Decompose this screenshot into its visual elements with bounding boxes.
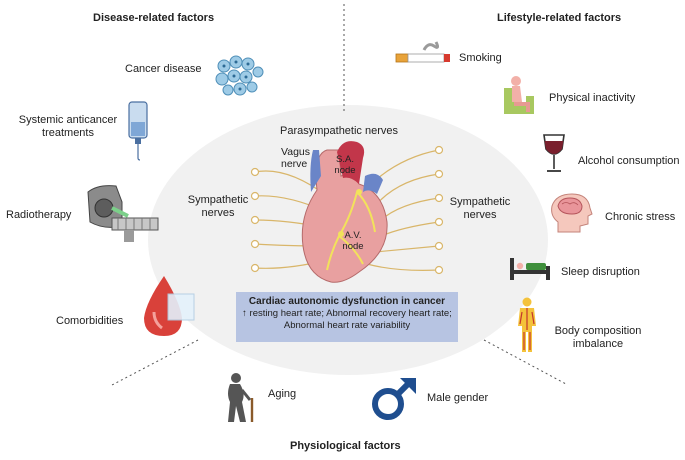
av-node-line1: A.V. [344,230,362,241]
body-composition-icon [518,297,536,352]
disease-section-title: Disease-related factors [93,12,215,24]
radiotherapy-machine-icon [87,185,159,242]
av-node-label: A.V. node [338,230,368,252]
body-composition-line1: Body composition [554,325,642,337]
heart-nerves-diagram [250,141,444,283]
wine-glass-icon [543,134,565,172]
systemic-anticancer-line1: Systemic anticancer [18,114,118,126]
vagus-line2: nerve [281,158,308,170]
physiological-section-title: Physiological factors [290,440,401,452]
divider-bottom-left [111,339,199,386]
vagus-line1: Vagus [281,146,310,158]
systemic-anticancer-line2: treatments [42,127,94,139]
sympathetic-right-line1: Sympathetic [449,196,511,208]
elderly-person-icon [228,373,254,422]
divider-bottom-right [483,339,567,385]
sympathetic-left-line1: Sympathetic [187,194,249,206]
cardiac-dysfunction-box: Cardiac autonomic dysfunction in cancer … [236,292,458,342]
sympathetic-left-label: Sympathetic nerves [180,194,256,220]
sleep-disruption-label: Sleep disruption [561,266,640,278]
body-composition-line2: imbalance [572,338,624,350]
radiotherapy-label: Radiotherapy [6,209,72,221]
body-composition-label: Body composition imbalance [548,325,648,351]
comorbidities-label: Comorbidities [56,315,124,327]
alcohol-consumption-label: Alcohol consumption [578,155,680,167]
lifestyle-section-title: Lifestyle-related factors [497,12,622,24]
male-symbol-icon [372,377,416,420]
sa-node-line2: node [334,165,356,176]
physical-inactivity-label: Physical inactivity [549,92,636,104]
aging-label: Aging [268,388,297,400]
iv-bag-icon [128,101,148,161]
cancer-disease-label: Cancer disease [125,63,202,75]
parasympathetic-label: Parasympathetic nerves [280,125,398,137]
systemic-anticancer-label: Systemic anticancer treatments [8,114,128,140]
person-sitting-icon [504,76,534,114]
sympathetic-right-label: Sympathetic nerves [442,196,518,222]
sa-node-label: S.A. node [330,154,360,176]
dysfunction-line1: ↑ resting heart rate; Abnormal recovery … [242,308,452,319]
male-gender-label: Male gender [427,392,489,404]
cancer-cells-icon [215,55,264,96]
sympathetic-left-line2: nerves [201,207,235,219]
smoking-label: Smoking [459,52,502,64]
blood-drop-sugar-icon [144,276,195,336]
vagus-nerve-label: Vagus nerve [281,146,310,170]
av-node-line2: node [342,241,364,252]
head-brain-icon [551,193,593,233]
sa-node-line1: S.A. [336,154,354,165]
bed-icon [510,258,550,280]
sympathetic-right-line2: nerves [463,209,497,221]
cigarette-icon [395,41,450,63]
dysfunction-title: Cardiac autonomic dysfunction in cancer [248,296,446,307]
dysfunction-line2: Abnormal heart rate variability [283,320,411,331]
chronic-stress-label: Chronic stress [605,211,676,223]
